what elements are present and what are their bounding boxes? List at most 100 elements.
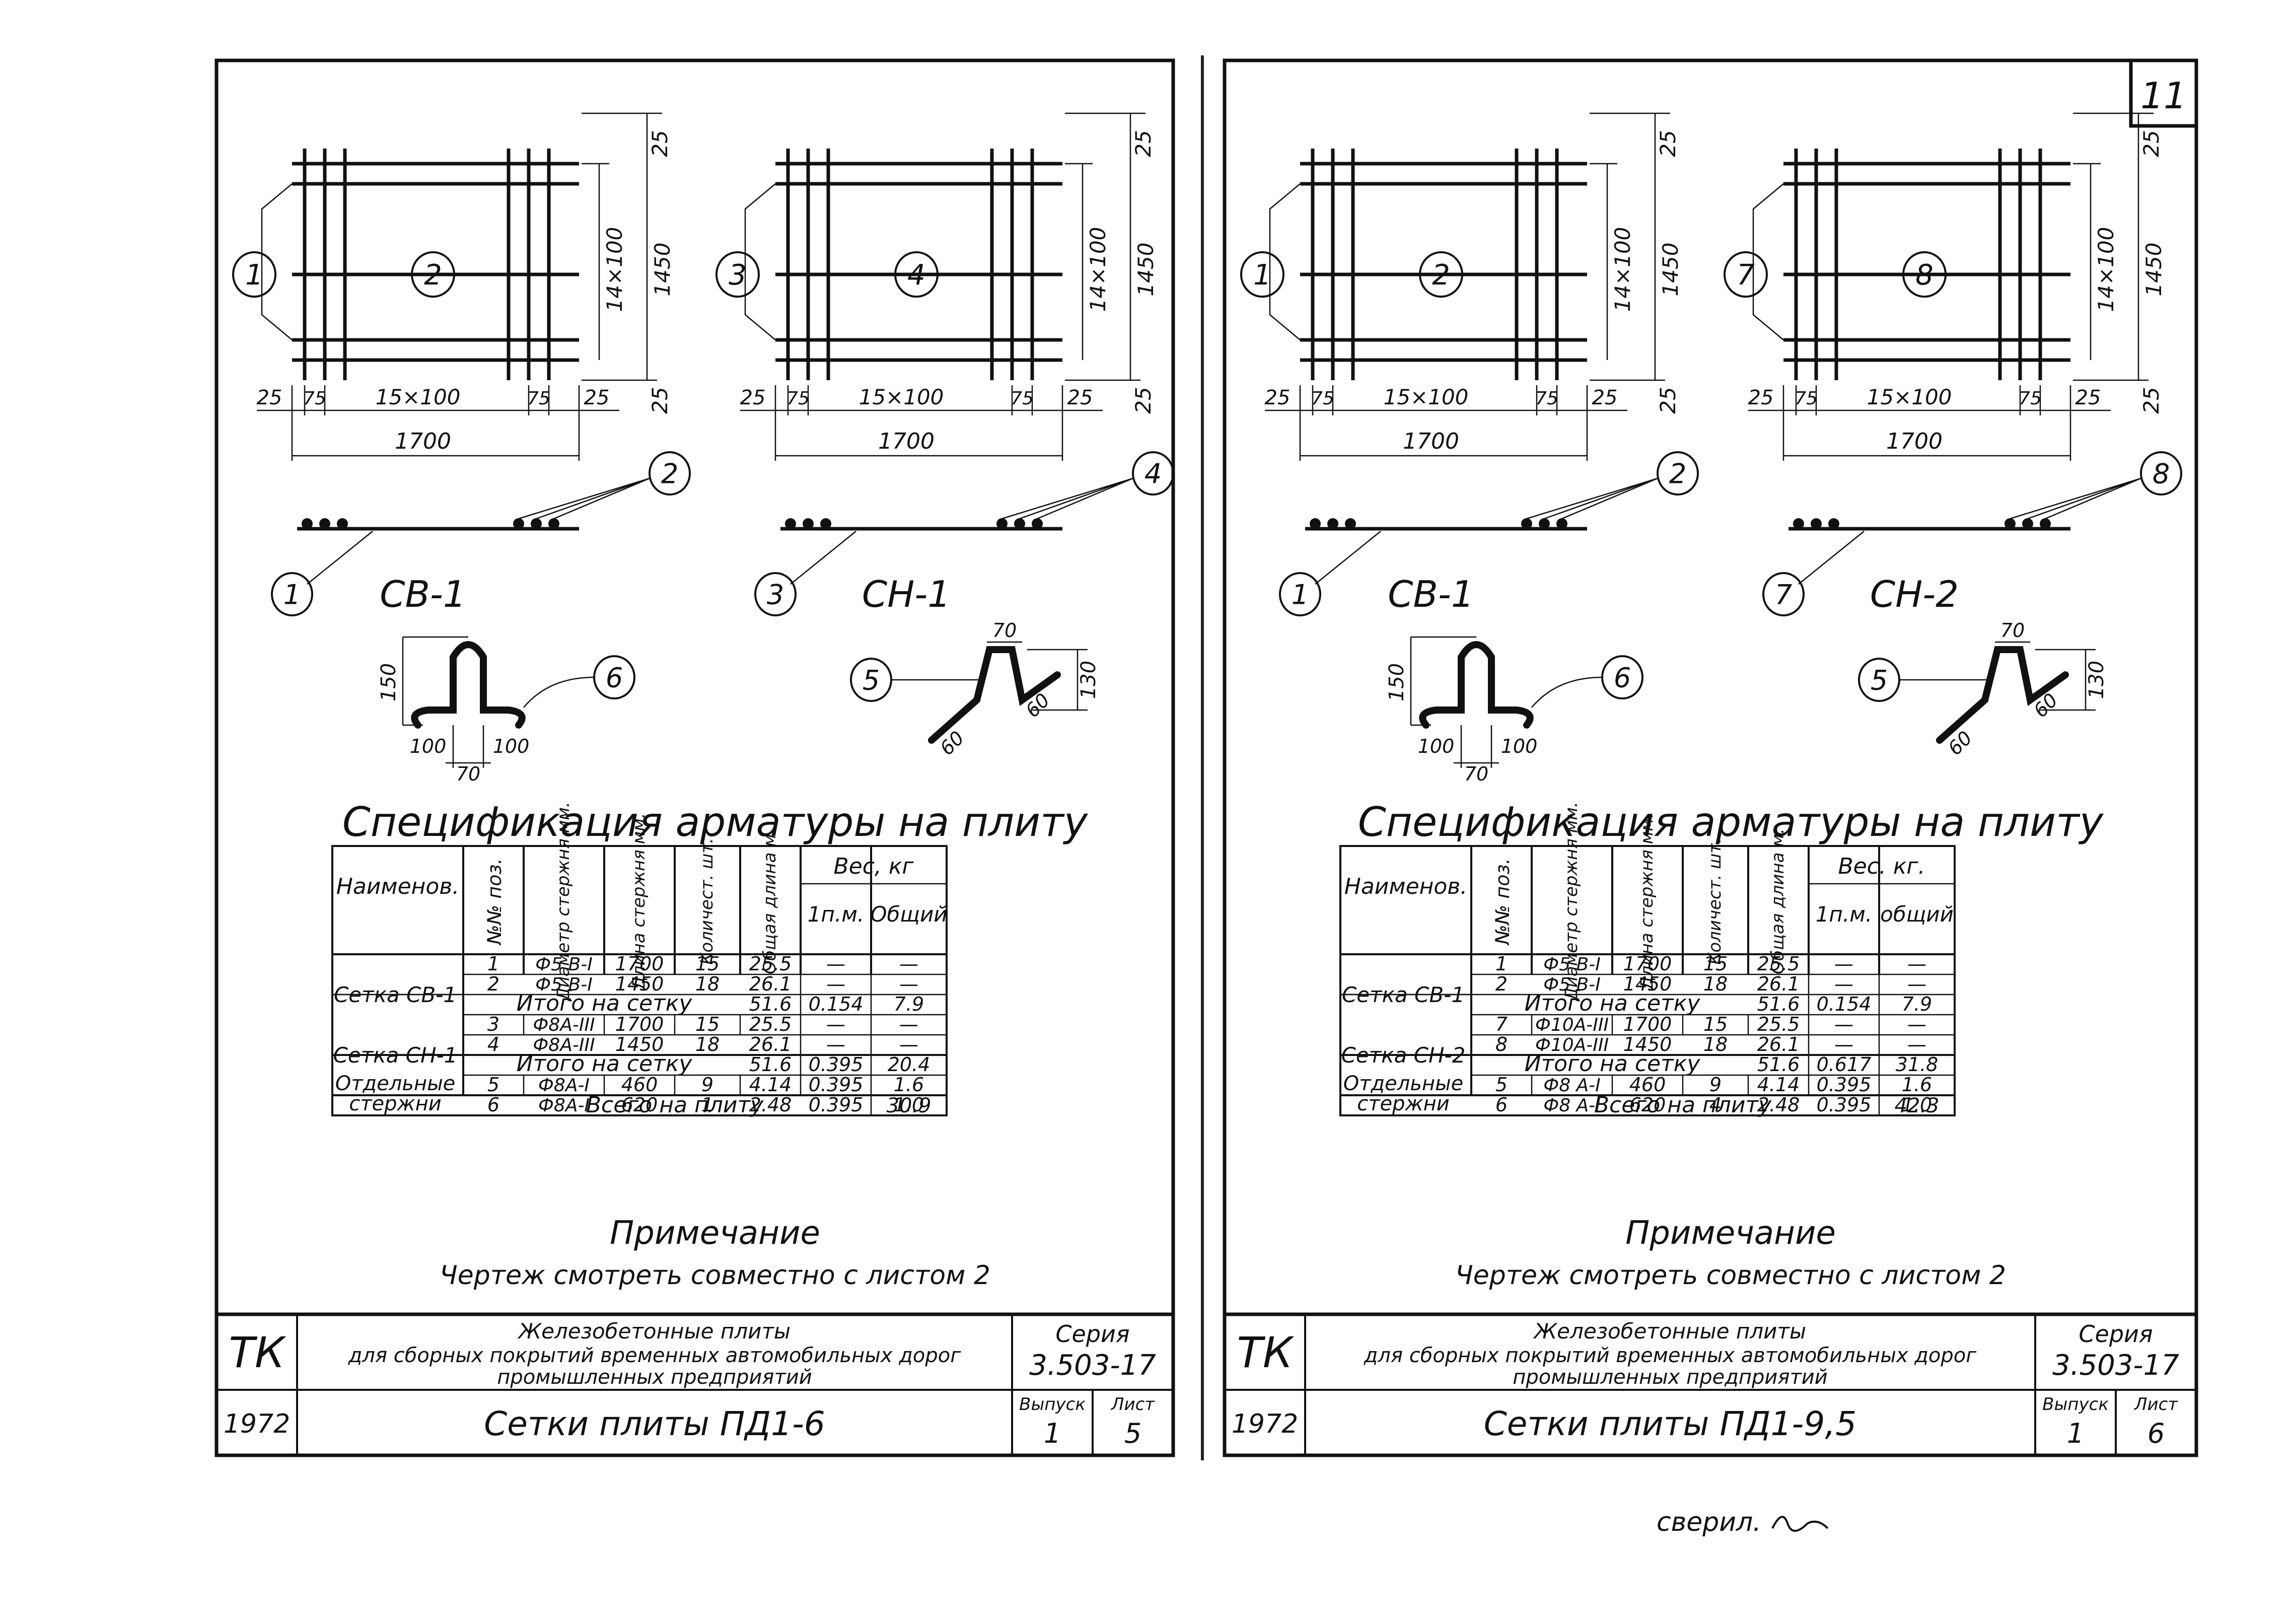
s1-stamp-title: Сетки плиты ПД1-9,5 <box>1484 1404 1857 1443</box>
s0-mesh-a-pos1-circle <box>232 251 276 298</box>
s1-cell-total: 26.1 <box>1757 973 1800 995</box>
s0-mesh-a-dim-l75: 75 <box>303 388 326 409</box>
section-rod-dot <box>1793 518 1804 529</box>
s1-group3a: Отдельные <box>1343 1072 1464 1095</box>
section-rod-dot <box>1345 518 1356 529</box>
section-rod-dot <box>1828 518 1839 529</box>
s1-cell-pos: 8 <box>1495 1033 1508 1055</box>
s1-stamp-issue: 1 <box>2067 1418 2084 1449</box>
section-rod-dot <box>996 518 1008 529</box>
s0-cell-qty: 9 <box>701 1074 713 1096</box>
section-rod-dot <box>337 518 348 529</box>
s0-bar6-pos-circle <box>593 655 635 699</box>
s1-cell-pos: 6 <box>1495 1094 1508 1116</box>
s1-table-frame <box>1339 845 1956 1116</box>
s0-cell-w1: — <box>826 973 845 995</box>
s0-stamp-year: 1972 <box>224 1409 290 1439</box>
s1-cell-len: 1700 <box>1623 953 1672 975</box>
s1-cell-total: 51.6 <box>1757 1053 1800 1076</box>
s1-mesh-a-pos1-circle <box>1240 251 1284 298</box>
s1-mesh-b-dim-r75: 75 <box>2019 388 2042 409</box>
s1-mesh-b-dim-l75: 75 <box>1795 388 1818 409</box>
s1-cell-total: 25.5 <box>1757 953 1800 975</box>
s1-stamp-sheet-label: Лист <box>2133 1394 2178 1415</box>
s1-cell-diam: Ф8 А-I <box>1543 1095 1601 1116</box>
s0-group3a: Отдельные <box>335 1072 456 1095</box>
s0-cell-diam: Ф8А-I <box>538 1075 590 1096</box>
section-leader <box>1798 531 1865 585</box>
s1-mesh-a-dim-width: 1700 <box>1403 429 1459 454</box>
s0-bar6-leg-r: 100 <box>493 735 530 757</box>
bar6-leader <box>1531 676 1603 708</box>
s0-section-a-pos-rods-label: 2 <box>661 458 678 489</box>
s1-cell-wt: — <box>1907 973 1926 995</box>
section-rod-dot <box>319 518 330 529</box>
section-rod-dot <box>1310 518 1321 529</box>
s1-mesh-a-dim-r75: 75 <box>1535 388 1558 409</box>
checker-signature <box>1771 1516 1829 1532</box>
s0-cell-qty: 1 <box>701 1094 713 1116</box>
s1-mesh-b-pos2-circle <box>1902 251 1947 298</box>
s0-cell-wt: — <box>899 973 918 995</box>
section-rod-dot <box>531 518 542 529</box>
s0-subtotal-label: Итого на сетку <box>517 1051 693 1077</box>
s0-group2: Сетка СН-1 <box>333 1043 458 1068</box>
s0-cell-w1: — <box>826 1033 845 1055</box>
s1-cell-qty: 15 <box>1703 953 1728 975</box>
s0-h-weight: Вес, кг <box>833 854 914 879</box>
s1-mesh-b-name: СН-2 <box>1870 573 1959 615</box>
s0-cell-diam: Ф8А-III <box>533 1035 595 1055</box>
section-leader <box>790 531 856 585</box>
s1-h-w1: 1п.м. <box>1816 902 1873 927</box>
s1-h-wt: общий <box>1880 902 1954 927</box>
mesh-bracket <box>744 183 776 340</box>
s1-bar5-pos-circle <box>1858 658 1900 702</box>
s1-section-b-pos-bar-label: 7 <box>1775 579 1792 610</box>
s1-cell-len: 1450 <box>1623 973 1672 995</box>
s0-cell-pos: 4 <box>487 1033 499 1055</box>
section-leader <box>307 531 373 585</box>
s1-h-pos: №№ поз. <box>1491 858 1514 946</box>
s0-cell-total: 26.1 <box>749 973 792 995</box>
s0-mesh-b-name: СН-1 <box>862 573 951 615</box>
s1-h-weight: Вес. кг. <box>1838 854 1925 879</box>
s0-cell-w1: 0.395 <box>809 1094 864 1116</box>
s0-section-b-pos-bar-label: 3 <box>767 579 784 610</box>
s1-section-a-pos-rods-label: 2 <box>1669 458 1686 489</box>
s1-cell-diam: Ф10А-III <box>1535 1015 1609 1035</box>
s0-cell-total: 51.6 <box>749 993 792 1015</box>
s0-mesh-a-dim-r25: 25 <box>584 386 610 409</box>
s0-mesh-a-dim-top: 25 <box>648 130 672 157</box>
s0-section-b-pos-bar-circle <box>754 572 797 616</box>
s1-mesh-a-dim-l75: 75 <box>1311 388 1334 409</box>
s0-h-total: Общая длина м. <box>760 828 780 974</box>
s0-stamp-issue: 1 <box>1044 1418 1061 1449</box>
s1-h-len: Длина стержня мм. <box>1637 813 1657 991</box>
s0-stamp-sheet-label: Лист <box>1110 1394 1155 1415</box>
s1-cell-wt: — <box>1907 953 1926 975</box>
s0-section-a-pos-rods-circle <box>649 451 691 496</box>
s0-section-b-pos-rods-circle <box>1132 451 1174 496</box>
s1-stamp-series-label: Серия <box>2079 1320 2153 1348</box>
s0-bar6-pos-label: 6 <box>606 662 623 693</box>
s1-h-qty: Количест. шт. <box>1705 838 1725 965</box>
s1-cell-w1: 0.395 <box>1817 1094 1872 1116</box>
s0-cell-wt: 20.4 <box>888 1053 930 1076</box>
s0-stamp-title: Сетки плиты ПД1-6 <box>484 1404 825 1443</box>
section-leader <box>1315 531 1381 585</box>
s1-mesh-a-dim-l25: 25 <box>1265 386 1291 409</box>
s0-mesh-b-pos1-circle <box>715 251 760 298</box>
s1-cell-len: 1700 <box>1623 1013 1672 1035</box>
s0-note-title: Примечание <box>610 1215 820 1252</box>
s1-cell-w1: — <box>1834 1033 1853 1055</box>
s1-stamp-line2: для сборных покрытий временных автомобил… <box>1364 1344 1977 1367</box>
s0-cell-pos: 5 <box>487 1074 499 1096</box>
s1-cell-qty: 18 <box>1703 973 1728 995</box>
section-rod-dot <box>803 518 814 529</box>
section-rod-dot <box>2040 518 2051 529</box>
section-rod-dot <box>1521 518 1532 529</box>
s1-bar6-width: 70 <box>1464 763 1488 785</box>
s0-stamp-series: 3.503-17 <box>1029 1349 1156 1382</box>
section-leader <box>1001 477 1133 520</box>
